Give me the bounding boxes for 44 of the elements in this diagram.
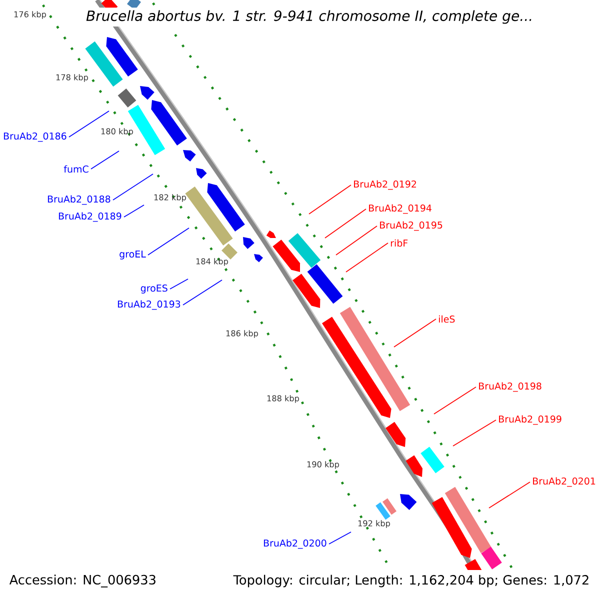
leader-line: [148, 228, 190, 256]
gene-label: BruAb2_0200: [264, 539, 326, 549]
gene-label: BruAb2_0188: [48, 195, 110, 205]
tick-label: 190 kbp: [307, 461, 339, 469]
leader-line: [112, 174, 154, 200]
gene-label: BruAb2_0201: [533, 477, 596, 487]
tick-label: 184 kbp: [196, 258, 228, 266]
leader-line: [346, 242, 388, 272]
gene-label: BruAb2_0199: [499, 415, 562, 425]
leader-line: [336, 226, 378, 256]
tick-label: 176 kbp: [14, 11, 46, 19]
gene-label: BruAb2_0194: [369, 204, 432, 214]
tick-label: 182 kbp: [154, 194, 186, 202]
gene-label: groEL: [120, 250, 146, 260]
footer-text: Topology: circular; Length: 1,162,204 bp; Genes: 1,072: [233, 574, 588, 588]
tick-label: 180 kbp: [101, 128, 133, 136]
gene-label: fumC: [64, 165, 88, 173]
gene-label: ribF: [390, 239, 408, 247]
gene-label: groES: [140, 284, 168, 294]
leader-line: [434, 386, 476, 414]
leader-line: [308, 184, 352, 214]
leader-line: [182, 280, 222, 306]
footer-text: Accession: NC_006933: [9, 574, 156, 588]
gene-label: BruAb2_0198: [479, 382, 542, 392]
leader-line: [124, 204, 144, 218]
leader-line: [324, 208, 366, 238]
tick-label: 178 kbp: [56, 74, 88, 82]
gene-label: BruAb2_0192: [354, 180, 416, 190]
gene-label: BruAb2_0195: [380, 221, 442, 231]
gene-label: BruAb2_0186: [4, 132, 66, 142]
tick-label: 186 kbp: [226, 330, 258, 338]
gene-label: BruAb2_0193: [118, 300, 180, 310]
leader-line: [90, 150, 120, 170]
title: Brucella abortus bv. 1 str. 9-941 chromosome II, complete ge...: [83, 8, 536, 26]
leader-line: [488, 482, 530, 508]
leader-line: [68, 110, 110, 138]
leader-line: [170, 278, 188, 290]
leader-line: [328, 532, 352, 544]
gene-label: ileS: [439, 315, 455, 323]
tick-label: 192 kbp: [358, 520, 390, 528]
leader-line: [394, 318, 436, 348]
leader-line: [452, 420, 496, 446]
gene-label: BruAb2_0189: [58, 212, 122, 222]
tick-label: 188 kbp: [267, 395, 299, 403]
